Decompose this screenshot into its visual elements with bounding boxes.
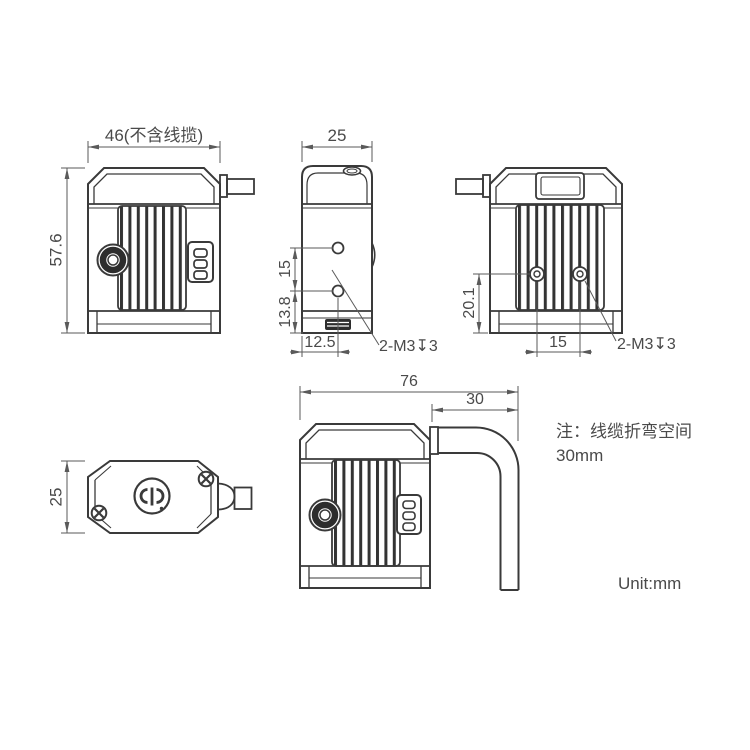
rear-cable-connector <box>455 178 484 195</box>
cable-led-3 <box>402 522 416 532</box>
rear-mount-hole-left <box>529 266 545 282</box>
front-led-3 <box>193 270 208 280</box>
cable-cap-inner-line <box>305 429 425 459</box>
side-top-slot <box>342 166 362 176</box>
dim-side-width-label: 25 <box>328 126 347 145</box>
cable-lens-ring <box>311 501 339 529</box>
cable-led-1 <box>402 500 416 510</box>
top-screw-right-icon <box>197 470 215 488</box>
rear-cable-tab <box>482 174 491 198</box>
rear-body-outline <box>489 167 623 334</box>
front-led-panel <box>187 241 214 283</box>
front-cable-connector <box>226 178 255 195</box>
front-cap-inner-line <box>93 173 215 204</box>
rear-mount-hole-left-inner <box>533 270 541 278</box>
cable-inner-edge <box>438 452 502 590</box>
rear-thread-label: 2-M3↧3 <box>617 336 676 353</box>
top-inner-chamfer-br <box>196 513 212 529</box>
cable-outer-edge <box>438 426 520 590</box>
cable-dimensions <box>299 386 519 441</box>
dim-cable-bend-label: 30 <box>466 391 484 408</box>
cable-tab <box>429 426 439 455</box>
side-mount-hole-upper <box>331 241 345 255</box>
side-dimensions <box>290 141 380 357</box>
dim-top-depth-label: 25 <box>46 488 65 507</box>
top-dimensions <box>61 460 85 534</box>
cable-heatsink <box>331 459 401 567</box>
front-lens-center <box>107 254 119 266</box>
side-bump <box>371 242 376 268</box>
side-body-outline <box>301 165 373 334</box>
top-body-outline <box>87 460 219 534</box>
cable-lens-center <box>319 509 331 521</box>
dim-front-width-label: 46(不含线揽) <box>105 126 203 145</box>
dim-rear-hole-pitch-label: 15 <box>549 334 567 351</box>
dim-rear-hole-height-label: 20.1 <box>461 287 478 318</box>
top-cable-connector <box>233 486 253 510</box>
front-view <box>87 167 255 334</box>
front-cable-tab <box>219 174 228 198</box>
rear-dimensions <box>473 273 617 357</box>
top-view <box>87 460 253 534</box>
top-cable-boot <box>217 482 236 511</box>
side-cap-inner-line <box>306 172 368 204</box>
side-mount-hole-lower <box>331 284 345 298</box>
rear-heatsink <box>515 204 605 311</box>
cable-view <box>299 423 520 591</box>
front-led-2 <box>193 259 208 269</box>
top-mount-dot <box>159 506 164 511</box>
dim-side-hole-pitch-label: 15 <box>277 260 294 278</box>
dim-side-hole-offset-label: 12.5 <box>304 334 335 351</box>
front-led-1 <box>193 248 208 258</box>
rear-label-plate-inner <box>540 176 581 196</box>
dim-front-height-label: 57.6 <box>46 233 65 266</box>
note-line1: 注：线缆折弯空间 <box>556 422 692 441</box>
rear-label-plate <box>535 172 585 200</box>
note-line2: 30mm <box>556 446 603 465</box>
dim-cable-overall-label: 76 <box>400 373 418 390</box>
front-dimensions <box>61 141 221 334</box>
rear-mount-hole-right-inner <box>576 270 584 278</box>
rear-view <box>455 167 623 334</box>
top-screw-left-icon <box>90 504 108 522</box>
front-lens-ring <box>99 246 127 274</box>
side-top-slot-inner <box>346 168 358 174</box>
top-inner-chamfer-tl <box>94 465 112 481</box>
side-thread-label: 2-M3↧3 <box>379 338 438 355</box>
rear-mount-hole-right <box>572 266 588 282</box>
unit-label: Unit:mm <box>618 574 681 593</box>
cable-led-2 <box>402 511 416 521</box>
dim-side-hole-to-base-label: 13.8 <box>277 296 294 327</box>
